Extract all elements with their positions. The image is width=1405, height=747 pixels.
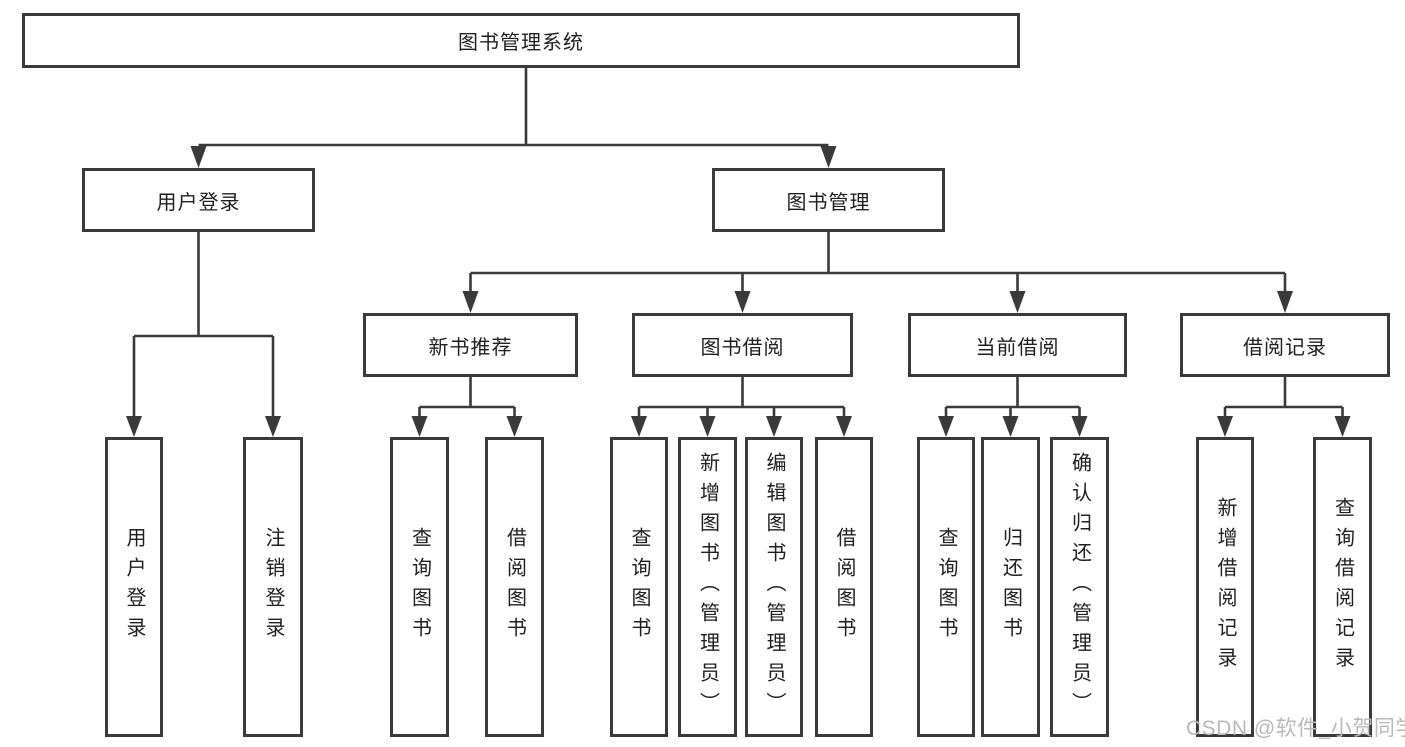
node-book-borrow: 图书借阅 <box>632 313 853 377</box>
node-borrow-books-recommend: 借阅图书 <box>485 437 544 737</box>
node-logout-leaf: 注销登录 <box>243 437 303 737</box>
connector-borrow-to-leaves <box>637 377 846 420</box>
node-confirm-return-admin: 确认归还（管理员） <box>1050 437 1109 737</box>
node-query-borrow-record: 查询借阅记录 <box>1313 437 1372 737</box>
connector-root-to-level2 <box>198 68 829 147</box>
node-add-books-admin: 新增图书（管理员） <box>678 437 737 737</box>
arrowheads <box>126 146 1351 437</box>
node-query-books-borrow: 查询图书 <box>610 437 668 737</box>
node-borrow-books-leaf: 借阅图书 <box>815 437 873 737</box>
node-borrow-records: 借阅记录 <box>1180 313 1390 377</box>
node-query-books-recommend: 查询图书 <box>390 437 449 737</box>
node-edit-books-admin: 编辑图书（管理员） <box>745 437 803 737</box>
node-add-borrow-record: 新增借阅记录 <box>1196 437 1254 737</box>
node-library-system: 图书管理系统 <box>22 13 1020 68</box>
csdn-watermark: CSDN @软件_小贺同学 <box>1186 717 1405 740</box>
connector-mgmt-to-level3 <box>469 232 1287 295</box>
connector-recommend-to-leaves <box>418 377 516 420</box>
node-book-management: 图书管理 <box>712 168 945 232</box>
node-query-books-current: 查询图书 <box>917 437 975 737</box>
node-user-login: 用户登录 <box>82 168 315 232</box>
node-return-books: 归还图书 <box>981 437 1040 737</box>
node-current-borrow: 当前借阅 <box>908 313 1127 377</box>
node-new-book-recommend: 新书推荐 <box>363 313 578 377</box>
connector-records-to-leaves <box>1223 377 1344 420</box>
connector-current-to-leaves <box>944 377 1081 420</box>
connector-login-to-leaves <box>132 232 275 420</box>
node-user-login-leaf: 用户登录 <box>105 437 163 737</box>
